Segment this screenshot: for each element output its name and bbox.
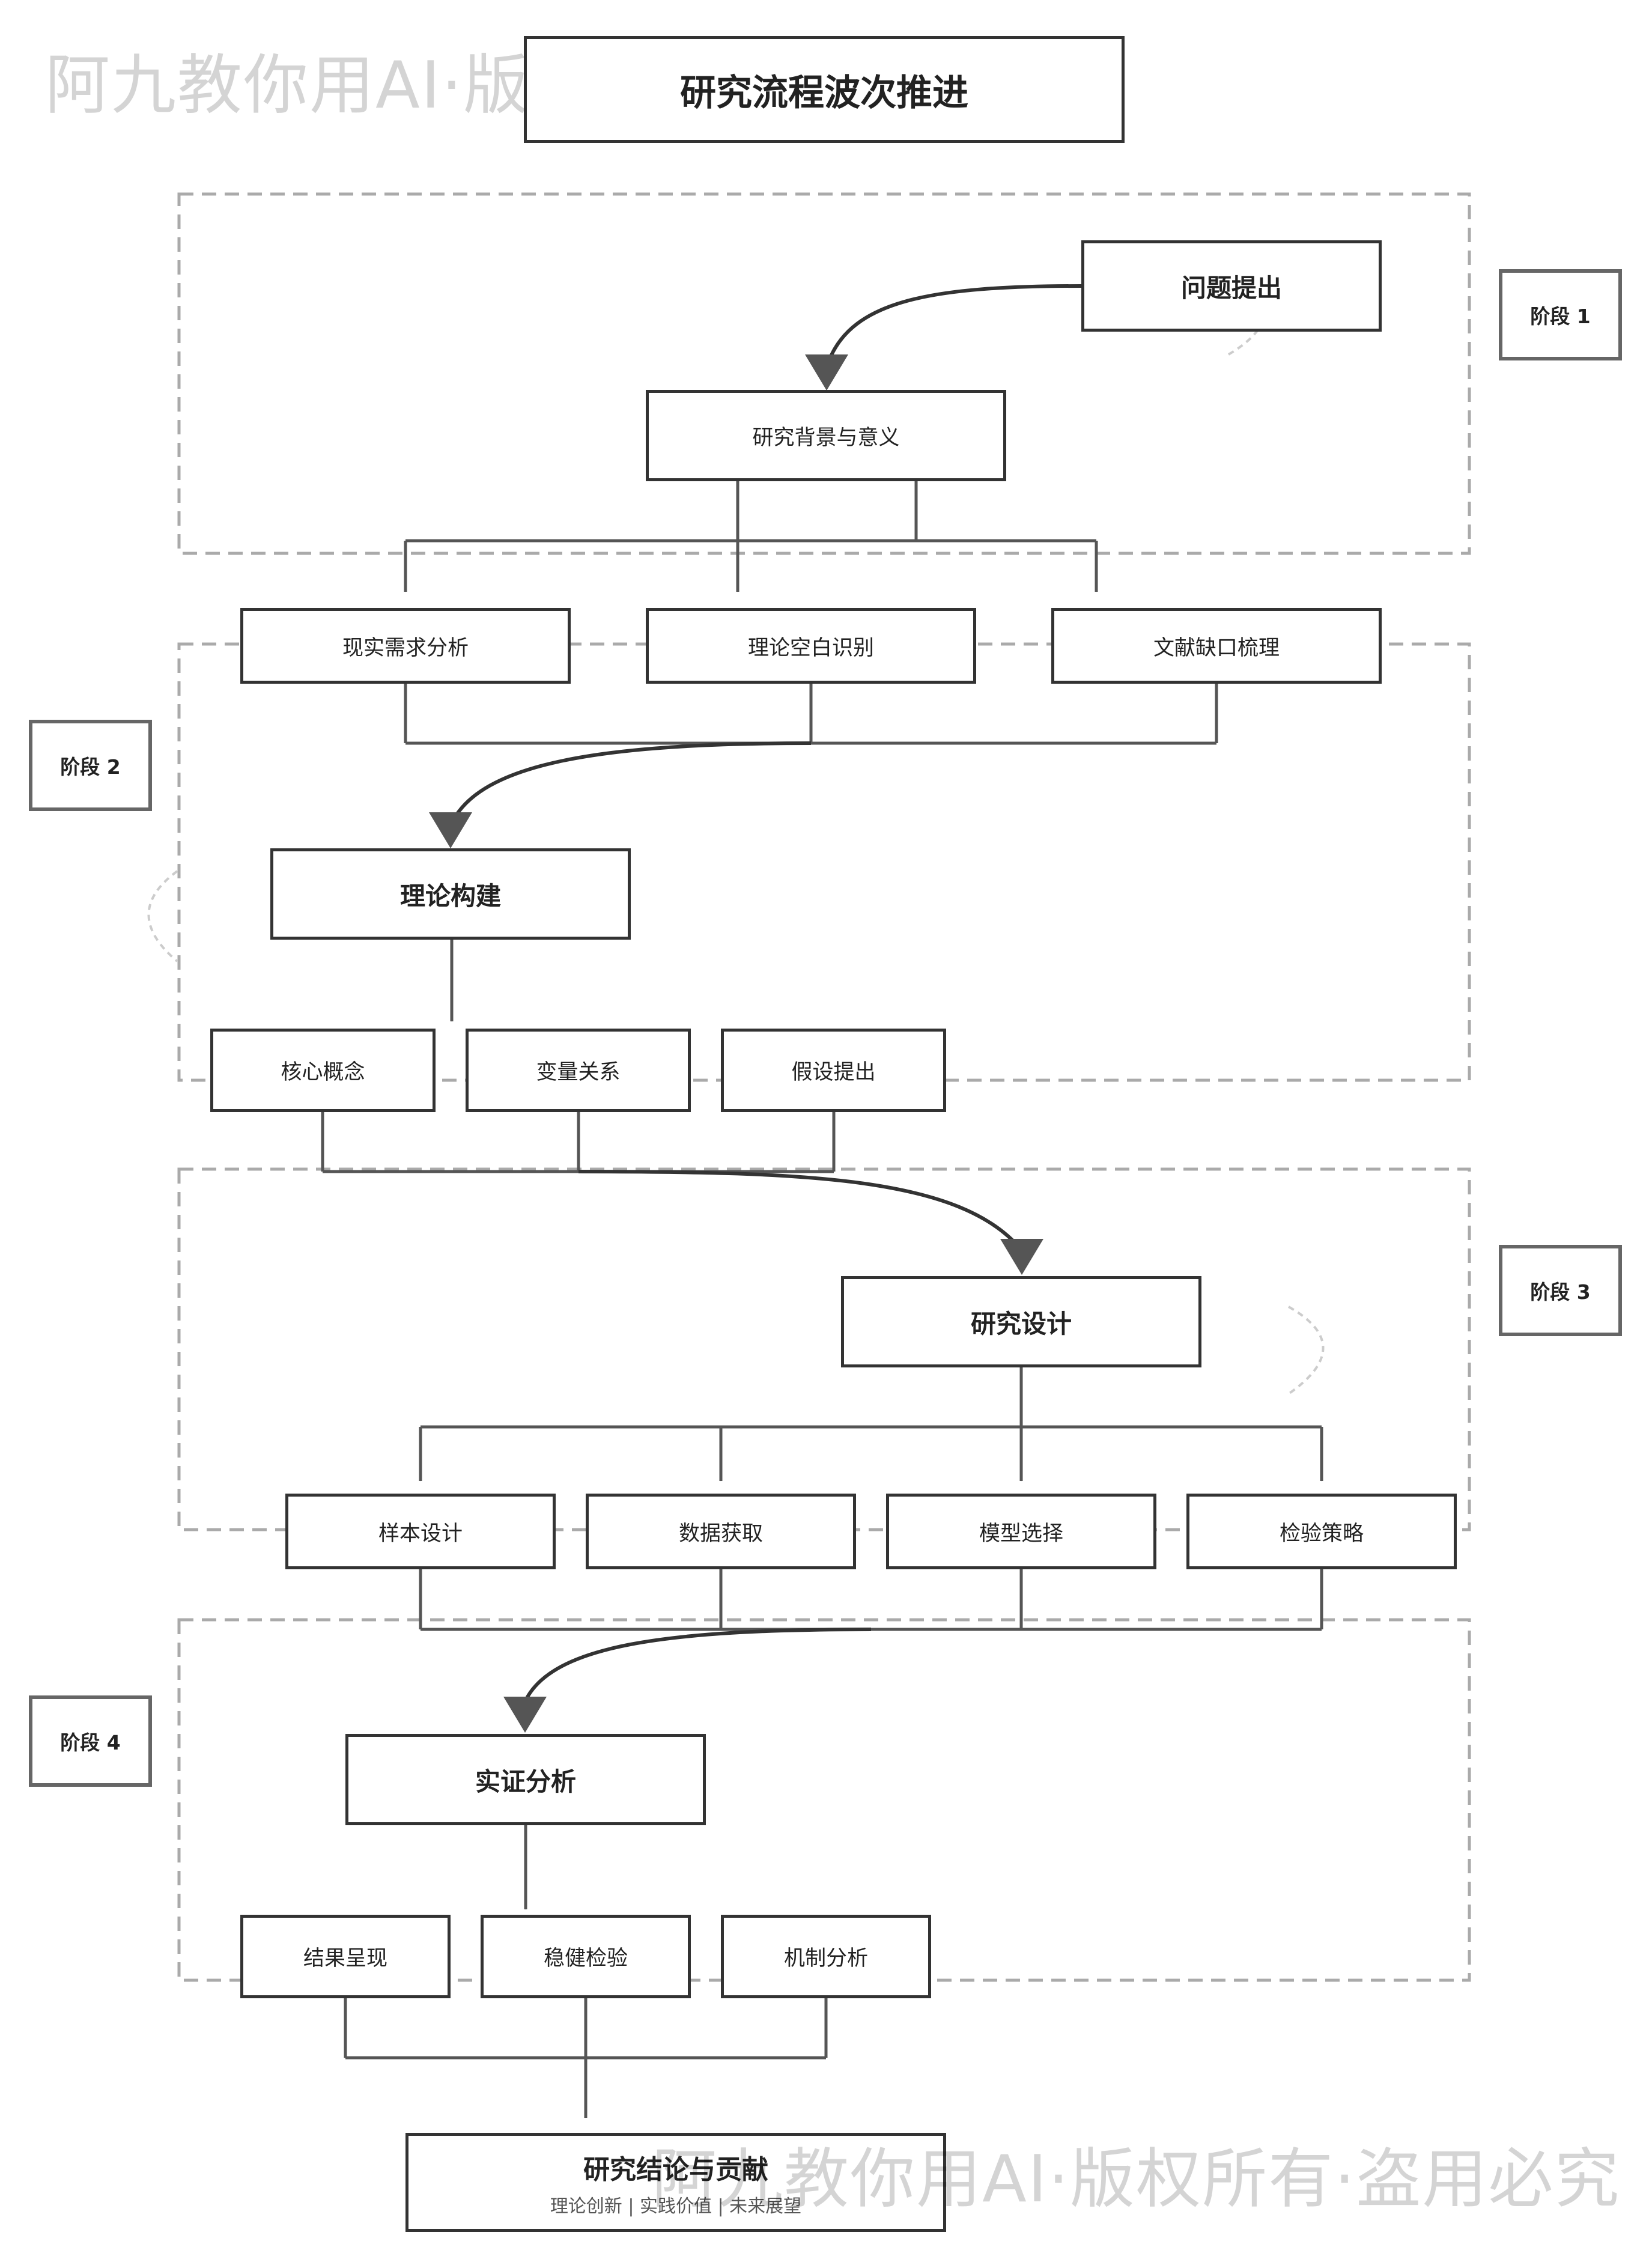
arrowhead — [429, 812, 472, 848]
arrowhead — [1000, 1239, 1043, 1275]
node-label: 理论空白识别 — [747, 636, 874, 660]
node-label: 数据获取 — [678, 1521, 763, 1546]
stage-label-text: 阶段 1 — [1530, 305, 1591, 328]
node-sublabel: 理论创新 | 实践价值 | 未来展望 — [550, 2195, 802, 2217]
arrowhead — [503, 1697, 547, 1733]
node-testing-strategy: 检验策略 — [1186, 1494, 1457, 1569]
stage-label-text: 阶段 2 — [60, 755, 121, 779]
stage-label-text: 阶段 3 — [1530, 1280, 1591, 1304]
node-label: 变量关系 — [536, 1060, 621, 1084]
node-label: 检验策略 — [1279, 1521, 1364, 1546]
node-mechanism: 机制分析 — [721, 1915, 931, 1998]
node-label: 研究背景与意义 — [752, 425, 900, 450]
decorative-arc — [147, 870, 178, 962]
node-model-selection: 模型选择 — [886, 1494, 1156, 1569]
stage-label-text: 阶段 4 — [60, 1731, 121, 1754]
stage-3-frame — [177, 1167, 1471, 1531]
node-label: 样本设计 — [378, 1521, 463, 1546]
node-label: 模型选择 — [979, 1521, 1063, 1546]
curved-arrow — [827, 284, 1082, 362]
diagram-title-text: 研究流程波次推进 — [680, 71, 968, 114]
node-label: 现实需求分析 — [342, 636, 469, 660]
node-label: 文献缺口梳理 — [1153, 636, 1280, 660]
node-hypotheses: 假设提出 — [721, 1029, 946, 1112]
watermark: 阿九教你用AI·版权所有·盗用必究 — [652, 2142, 1621, 2217]
node-label: 稳健检验 — [543, 1947, 628, 1971]
node-sample-design: 样本设计 — [285, 1494, 556, 1569]
node-empirical-analysis: 实证分析 — [345, 1734, 706, 1825]
node-variable-relations: 变量关系 — [466, 1029, 691, 1112]
node-robustness: 稳健检验 — [481, 1915, 691, 1998]
stage-1-frame — [177, 192, 1471, 555]
node-label: 研究结论与贡献 — [583, 2154, 768, 2185]
stage-label-4: 阶段 4 — [29, 1695, 152, 1787]
curved-arrow — [450, 741, 812, 824]
node-label: 机制分析 — [783, 1947, 868, 1971]
node-label: 假设提出 — [791, 1060, 876, 1084]
node-literature-gap: 文献缺口梳理 — [1051, 608, 1382, 684]
node-label: 核心概念 — [281, 1060, 365, 1084]
node-conclusion: 研究结论与贡献 理论创新 | 实践价值 | 未来展望 — [405, 2133, 946, 2232]
stage-label-3: 阶段 3 — [1499, 1245, 1622, 1336]
node-practical-needs: 现实需求分析 — [240, 608, 571, 684]
node-label: 结果呈现 — [303, 1947, 387, 1971]
stage-label-1: 阶段 1 — [1499, 269, 1622, 360]
node-problem-statement: 问题提出 — [1081, 240, 1382, 332]
curved-arrow — [578, 1170, 1023, 1251]
node-theory-construction: 理论构建 — [270, 848, 631, 940]
node-research-background: 研究背景与意义 — [646, 390, 1006, 481]
node-label: 研究设计 — [970, 1309, 1072, 1339]
arrowhead — [805, 354, 848, 391]
node-core-concepts: 核心概念 — [210, 1029, 436, 1112]
node-label: 理论构建 — [399, 881, 501, 911]
node-theory-gap: 理论空白识别 — [646, 608, 976, 684]
stage-label-2: 阶段 2 — [29, 720, 152, 811]
diagram-title: 研究流程波次推进 — [524, 36, 1125, 143]
node-research-design: 研究设计 — [841, 1276, 1201, 1367]
node-label: 实证分析 — [475, 1766, 576, 1796]
node-data-acquisition: 数据获取 — [586, 1494, 856, 1569]
node-results: 结果呈现 — [240, 1915, 451, 1998]
node-label: 问题提出 — [1180, 273, 1282, 303]
curved-arrow — [524, 1628, 872, 1701]
decorative-arc — [1287, 1306, 1325, 1395]
